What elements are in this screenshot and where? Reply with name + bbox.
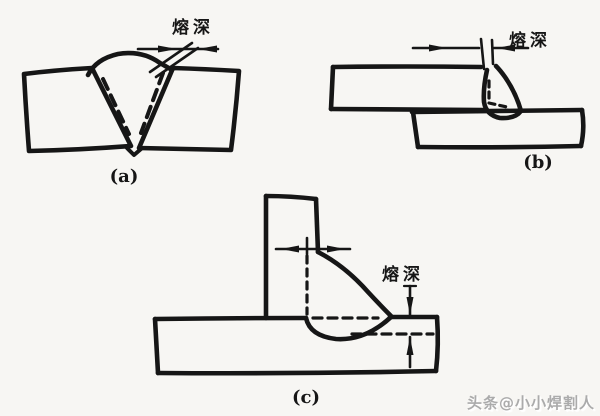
- panel-b-caption: (b): [523, 152, 553, 173]
- panel-b-depth-label: 熔深: [509, 31, 551, 51]
- watermark: 头条@小小焊割人: [466, 394, 595, 412]
- panel-c-caption: (c): [292, 387, 320, 408]
- panel-a-drawing: [21, 41, 242, 157]
- panel-c-drawing: [152, 193, 441, 376]
- panel-a-caption: (a): [109, 166, 139, 187]
- panel-a-depth-label: 熔深: [172, 18, 214, 38]
- panel-c-depth-label: 熔深: [382, 265, 424, 285]
- panel-b-drawing: [328, 37, 586, 150]
